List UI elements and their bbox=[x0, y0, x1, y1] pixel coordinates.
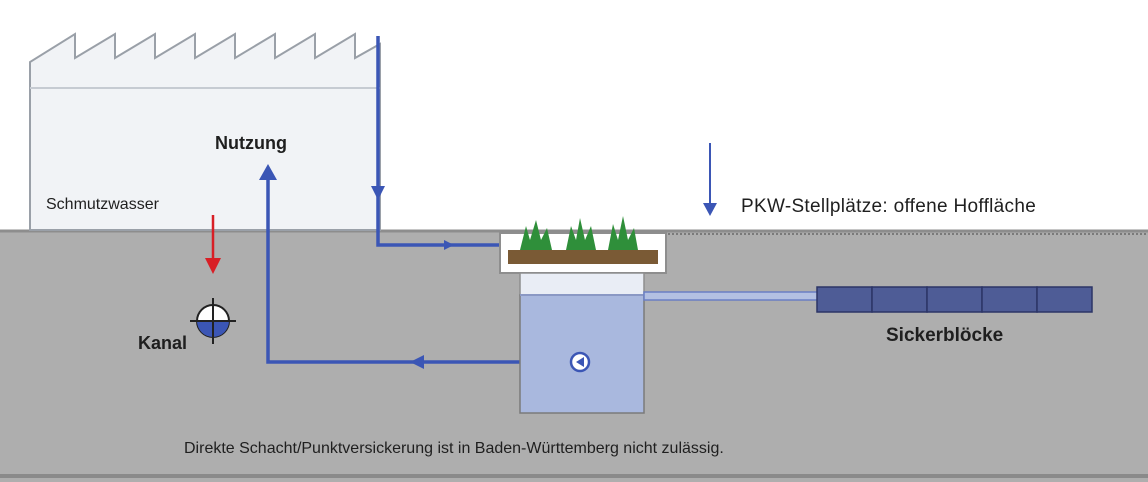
retention-planter bbox=[499, 216, 667, 274]
usage-arrow-up bbox=[259, 164, 277, 180]
label-schmutzwasser: Schmutzwasser bbox=[46, 196, 159, 213]
overflow-pipe bbox=[643, 291, 819, 301]
building bbox=[29, 32, 381, 231]
usage-pipe bbox=[266, 170, 560, 364]
roof-downpipe bbox=[376, 36, 454, 250]
infiltration-blocks bbox=[816, 286, 1093, 313]
sewer-symbol bbox=[190, 298, 236, 344]
cistern-shaft bbox=[519, 272, 645, 414]
label-kanal: Kanal bbox=[138, 333, 188, 353]
label-sickerbloecke: Sickerblöcke bbox=[886, 325, 1004, 346]
wastewater-arrow-head bbox=[205, 258, 221, 274]
rain-arrow-head bbox=[703, 203, 717, 216]
downpipe-arrow bbox=[371, 186, 385, 200]
label-nutzung: Nutzung bbox=[215, 133, 287, 153]
footnote: Direkte Schacht/Punktversickerung ist in… bbox=[184, 440, 724, 457]
label-parking: PKW-Stellplätze: offene Hoffläche bbox=[741, 196, 1037, 217]
usage-arrow-left bbox=[410, 355, 424, 369]
pump-icon bbox=[569, 351, 591, 373]
